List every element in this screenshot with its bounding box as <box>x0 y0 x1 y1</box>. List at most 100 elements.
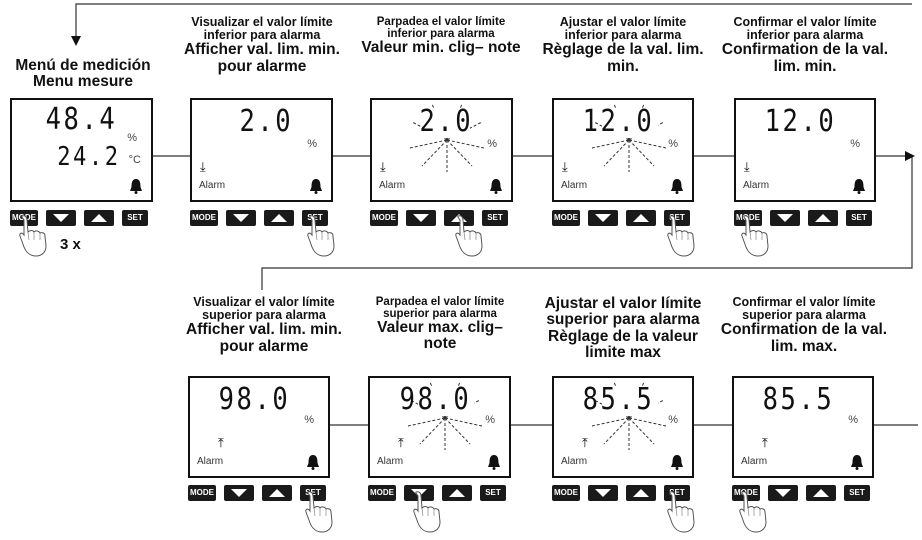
down-button[interactable] <box>588 485 618 501</box>
mode-button[interactable]: MODE <box>370 210 398 226</box>
mode-button[interactable]: MODE <box>368 485 396 501</box>
step-2-caption: Visualizar el valor límite inferior para… <box>172 16 352 75</box>
unit-percent: % <box>850 138 860 150</box>
bell-icon <box>670 454 684 470</box>
down-button[interactable] <box>224 485 254 501</box>
bell-icon <box>852 178 866 194</box>
bell-icon <box>129 178 143 194</box>
set-button[interactable]: SET <box>846 210 872 226</box>
caption-french: Valeur max. clig– note <box>360 320 520 353</box>
alarm-label: Alarm <box>199 180 225 191</box>
pressing-hand-icon <box>736 490 778 534</box>
alarm-label: Alarm <box>197 456 223 467</box>
down-button[interactable] <box>406 210 436 226</box>
unit-percent: % <box>307 138 317 150</box>
up-button[interactable] <box>262 485 292 501</box>
caption-spanish: Parpadea el valor límite superior para a… <box>360 296 520 320</box>
step-8-caption: Ajustar el valor límite superior para al… <box>538 296 708 361</box>
down-button[interactable] <box>226 210 256 226</box>
down-arrow-icon <box>231 489 247 497</box>
step-1-lcd: 48.4 % 24.2 °C <box>10 98 153 202</box>
pressing-hand-icon <box>664 490 706 534</box>
unit-celsius: °C <box>129 154 141 166</box>
limit-readout-adjusting: 12.0 <box>582 104 654 139</box>
bell-icon <box>670 178 684 194</box>
step-4-caption: Ajustar el valor límite inferior para al… <box>538 16 708 75</box>
step-6-caption: Visualizar el valor límite superior para… <box>176 296 352 355</box>
limit-readout: 85.5 <box>762 382 834 417</box>
up-button[interactable] <box>84 210 114 226</box>
alarm-label: Alarm <box>743 180 769 191</box>
pressing-hand-icon <box>302 490 344 534</box>
pressing-hand-icon <box>452 214 494 258</box>
step-4-lcd: 12.0 % ⤓ Alarm <box>552 98 694 202</box>
bell-icon <box>309 178 323 194</box>
temperature-readout: 24.2 <box>58 142 121 172</box>
up-button[interactable] <box>808 210 838 226</box>
low-limit-icon: ⤓ <box>380 160 386 173</box>
mode-button[interactable]: MODE <box>552 210 580 226</box>
caption-spanish: Ajustar el valor límite superior para al… <box>538 296 708 329</box>
step-5-caption: Confirmar el valor límite inferior para … <box>720 16 890 75</box>
down-arrow-icon <box>595 214 611 222</box>
unit-percent: % <box>127 132 137 144</box>
step-3-lcd: 2.0 % ⤓ Alarm <box>370 98 513 202</box>
up-arrow-icon <box>813 489 829 497</box>
caption-french: Afficher val. lim. min. pour alarme <box>172 42 352 75</box>
caption-spanish: Menú de medición <box>0 58 166 74</box>
alarm-label: Alarm <box>379 180 405 191</box>
unit-percent: % <box>487 138 497 150</box>
set-button[interactable]: SET <box>844 485 870 501</box>
step-2-lcd: 2.0 % ⤓ Alarm <box>190 98 333 202</box>
alarm-label: Alarm <box>561 456 587 467</box>
low-limit-icon: ⤓ <box>562 160 568 173</box>
step-9-caption: Confirmar el valor límite superior para … <box>716 296 892 355</box>
step-1-caption: Menú de medición Menu mesure <box>0 58 166 91</box>
down-arrow-icon <box>233 214 249 222</box>
caption-french: Règlage de la val. lim. min. <box>538 42 708 75</box>
up-arrow-icon <box>269 489 285 497</box>
mode-button[interactable]: MODE <box>188 485 216 501</box>
step-5-lcd: 12.0 % ⤓ Alarm <box>734 98 876 202</box>
bell-icon <box>489 178 503 194</box>
pressing-hand-icon <box>16 214 58 258</box>
step-3-caption: Parpadea el valor límite inferior para a… <box>356 16 526 56</box>
limit-readout-blinking: 2.0 <box>419 104 473 139</box>
limit-readout-adjusting: 85.5 <box>582 382 654 417</box>
caption-french: Valeur min. clig– note <box>356 40 526 56</box>
humidity-readout: 48.4 <box>45 102 117 137</box>
up-arrow-icon <box>633 489 649 497</box>
up-button[interactable] <box>626 210 656 226</box>
mode-button[interactable]: MODE <box>552 485 580 501</box>
set-button[interactable]: SET <box>480 485 506 501</box>
mode-button[interactable]: MODE <box>190 210 218 226</box>
step-9-lcd: 85.5 % ⤒ Alarm <box>732 376 874 478</box>
step-7-lcd: 98.0 % ⤒ Alarm <box>368 376 511 478</box>
low-limit-icon: ⤓ <box>200 160 206 173</box>
caption-french: Règlage de la valeur limite max <box>538 329 708 362</box>
up-arrow-icon <box>271 214 287 222</box>
up-arrow-icon <box>633 214 649 222</box>
unit-percent: % <box>668 414 678 426</box>
up-button[interactable] <box>264 210 294 226</box>
set-button[interactable]: SET <box>122 210 148 226</box>
limit-readout: 2.0 <box>239 104 293 139</box>
alarm-label: Alarm <box>741 456 767 467</box>
step-7-caption: Parpadea el valor límite superior para a… <box>360 296 520 353</box>
up-arrow-icon <box>815 214 831 222</box>
caption-spanish: Ajustar el valor límite inferior para al… <box>538 16 708 42</box>
bell-icon <box>850 454 864 470</box>
low-limit-icon: ⤓ <box>744 160 750 173</box>
down-arrow-icon <box>595 489 611 497</box>
caption-french: Afficher val. lim. min. pour alarme <box>176 322 352 355</box>
down-button[interactable] <box>588 210 618 226</box>
pressing-hand-icon <box>664 214 706 258</box>
alarm-label: Alarm <box>377 456 403 467</box>
up-arrow-icon <box>91 214 107 222</box>
limit-readout-blinking: 98.0 <box>399 382 471 417</box>
caption-spanish: Visualizar el valor límite inferior para… <box>172 16 352 42</box>
high-limit-icon: ⤒ <box>582 436 588 449</box>
up-button[interactable] <box>626 485 656 501</box>
up-button[interactable] <box>806 485 836 501</box>
press-count: 3 x <box>60 236 81 253</box>
